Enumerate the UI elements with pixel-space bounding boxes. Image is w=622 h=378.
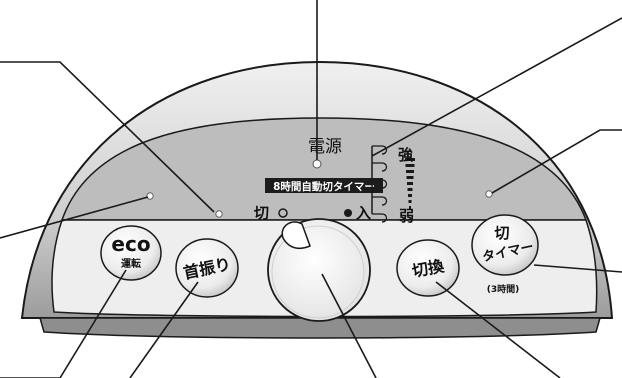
level-wedge-bar [408,188,413,191]
eco-led-icon [147,193,153,199]
level-wedge-bar [406,164,415,167]
eco-button-sublabel: 運転 [121,257,141,270]
dial-on-mark-icon [344,209,352,217]
off-timer-button[interactable]: 切 タイマー [472,215,538,275]
power-led-icon [313,160,321,168]
timer-led-icon [486,191,492,197]
level-wedge-bar [407,182,413,185]
dial-off-label: 切 [254,204,269,222]
level-strong-label: 強 [398,146,413,164]
off-timer-duration: (3時間) [487,283,520,295]
timer-8h-label: 8時間自動切タイマー [273,180,375,193]
level-wedge-bar [407,176,414,179]
level-weak-label: 弱 [399,207,414,225]
level-wedge-bar [408,194,412,197]
power-dial[interactable] [268,219,370,321]
swing-led-icon [216,211,222,217]
swing-button[interactable]: 首振り [176,239,238,297]
off-timer-label: 切 [494,224,509,242]
eco-button[interactable]: eco 運転 [101,226,161,280]
level-wedge-bar [409,200,412,203]
power-label: 電源 [308,137,342,157]
level-wedge-bar [406,170,414,173]
dial-on-label: 入 [356,204,371,222]
switch-button[interactable]: 切換 [397,240,459,296]
eco-button-label: eco [111,232,150,256]
